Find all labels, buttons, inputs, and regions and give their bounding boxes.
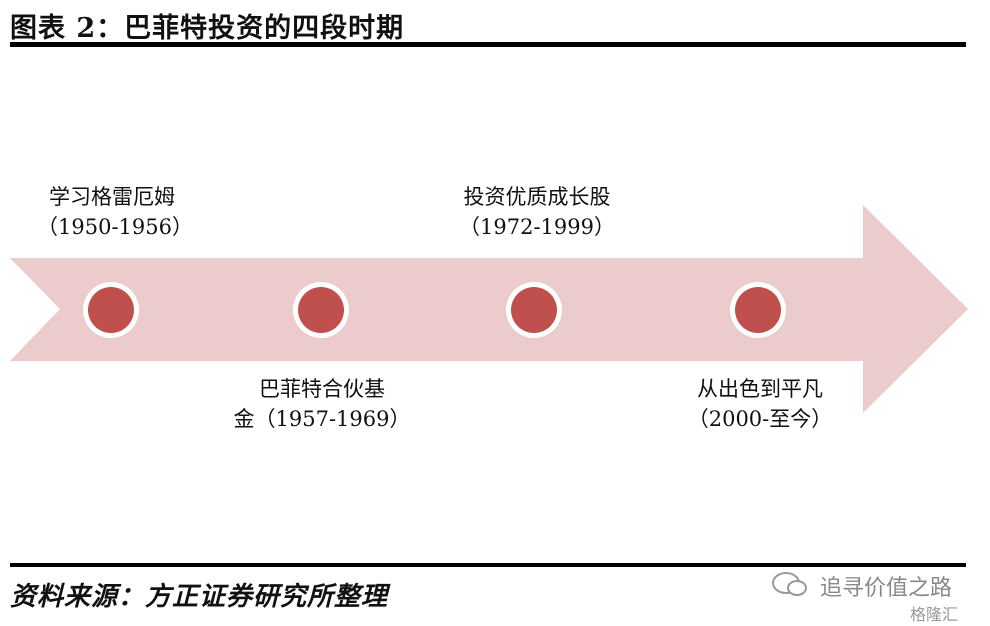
watermark-name: 追寻价值之路 [819, 576, 952, 601]
stage-4-name: 从出色到平凡 [697, 377, 823, 401]
stage-label-2: 巴菲特合伙基 金（1957-1969） [232, 374, 412, 434]
figure-title: 图表 2：巴菲特投资的四段时期 [10, 13, 405, 44]
stage-2-years: 金（1957-1969） [233, 407, 411, 431]
wechat-icon [772, 572, 807, 596]
stage-label-3: 投资优质成长股 （1972-1999） [447, 182, 627, 242]
stage-dot-2 [293, 282, 349, 338]
watermark-site: 格隆汇 [909, 605, 958, 624]
stage-label-1: 学习格雷厄姆 （1950-1956） [37, 182, 193, 242]
stage-4-years: （2000-至今） [687, 407, 833, 431]
timeline-arrow [10, 205, 968, 413]
top-rule [10, 42, 966, 47]
stage-1-years: （1950-1956） [37, 215, 193, 239]
stage-3-years: （1972-1999） [459, 215, 615, 239]
stage-1-name: 学习格雷厄姆 [49, 185, 175, 209]
stage-label-4: 从出色到平凡 （2000-至今） [680, 374, 840, 434]
bottom-rule [10, 563, 966, 567]
stage-dot-4 [730, 282, 786, 338]
source-note: 资料来源：方正证券研究所整理 [10, 582, 389, 612]
stage-dot-3 [506, 282, 562, 338]
stage-dot-1 [83, 282, 139, 338]
stage-3-name: 投资优质成长股 [463, 185, 611, 209]
stage-2-name: 巴菲特合伙基 [259, 377, 385, 401]
